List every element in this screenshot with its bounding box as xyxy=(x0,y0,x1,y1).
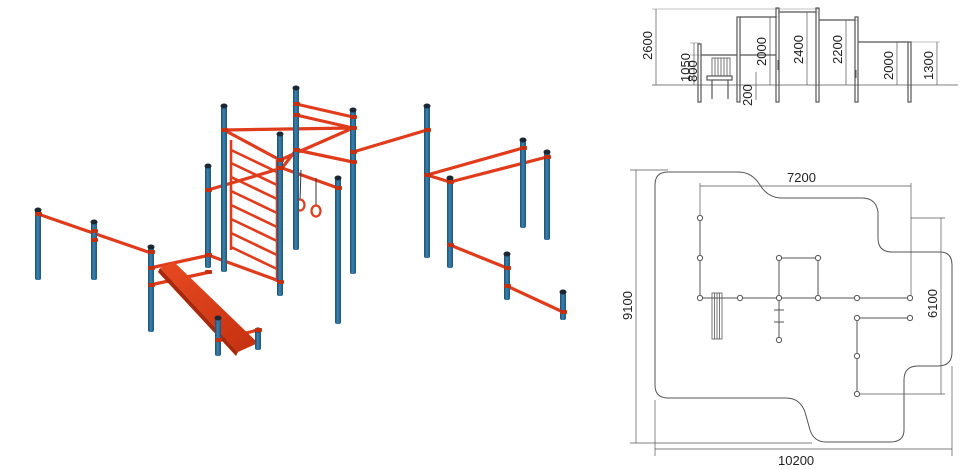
dim-10200: 10200 xyxy=(778,453,814,468)
elevation-ladder xyxy=(711,57,731,77)
safety-zone-outline xyxy=(654,171,953,443)
wall-ladder xyxy=(229,140,279,282)
plan-drawing: 7200 6100 9100 10200 xyxy=(620,169,953,468)
dim-9100: 9100 xyxy=(620,291,635,320)
elevation-drawing: 2600 1050 800 200 2000 2400 2200 2000 13… xyxy=(640,7,958,106)
dim-800: 800 xyxy=(685,60,700,82)
dim-1300: 1300 xyxy=(921,51,936,80)
dim-2200: 2200 xyxy=(830,35,845,64)
dim-6100: 6100 xyxy=(925,289,940,318)
dim-2400: 2400 xyxy=(791,35,806,64)
horizontal-bars xyxy=(36,102,565,342)
incline-bench xyxy=(158,262,258,356)
plan-bench xyxy=(711,292,723,340)
plan-posts xyxy=(696,214,914,398)
post-caps xyxy=(34,85,567,333)
dim-7200: 7200 xyxy=(787,170,816,185)
equipment-render xyxy=(34,85,567,356)
bar-clamps xyxy=(35,102,567,342)
dim-1050: 1050 xyxy=(678,53,693,82)
dim-2600: 2600 xyxy=(640,31,655,60)
dim-2000-right: 2000 xyxy=(881,51,896,80)
dim-2000-left: 2000 xyxy=(754,37,769,66)
dim-200: 200 xyxy=(740,84,755,106)
